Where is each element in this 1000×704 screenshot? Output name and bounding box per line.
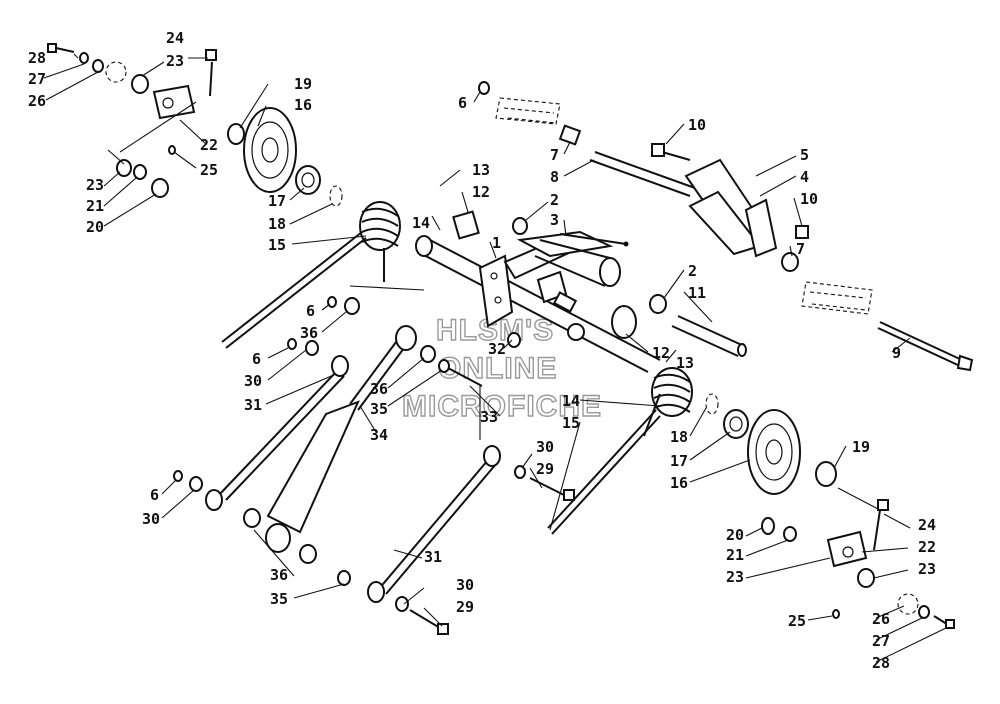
callout-26: 26 [28,92,46,110]
callout-6-left: 6 [252,350,261,368]
shock-absorber [243,325,417,564]
rear-axle-upper [558,124,696,197]
callout-22-right: 22 [918,538,936,556]
callout-17-right: 17 [670,452,688,470]
callout-8: 8 [550,168,559,186]
callout-23-right: 23 [726,568,744,586]
callout-9: 9 [892,344,901,362]
callout-25: 25 [200,161,218,179]
callout-35-lower: 35 [270,590,288,608]
callout-28-right: 28 [872,654,890,672]
rear-axle-lower [649,294,747,357]
callout-13: 13 [472,161,490,179]
callout-18: 18 [268,215,286,233]
callout-23-lower: 23 [86,176,104,194]
mount-bracket [684,158,799,272]
callout-25-right: 25 [788,612,806,630]
bolts-10 [651,143,809,239]
callout-5: 5 [800,146,809,164]
callout-12: 12 [472,183,490,201]
callout-36-mid: 36 [370,380,388,398]
callout-32: 32 [488,340,506,358]
callout-11: 11 [688,284,706,302]
callout-13-right: 13 [676,354,694,372]
callout-21-right: 21 [726,546,744,564]
frame-rail-fragments [495,97,873,315]
callout-6-top: 6 [458,94,467,112]
callout-26-right: 26 [872,610,890,628]
callout-30-upper: 30 [244,372,262,390]
callout-36-upper: 36 [300,324,318,342]
link-rod-left [205,355,349,511]
callout-7-right: 7 [796,240,805,258]
watermark-line-2: ONLINE [438,352,557,385]
idler-wheel-upper-left [47,43,343,207]
callout-4: 4 [800,168,809,186]
idler-wheel-lower-right [705,393,955,629]
callout-29-mid: 29 [536,460,554,478]
callout-2-right: 2 [688,262,697,280]
long-bolt [877,321,974,372]
callout-10-top: 10 [688,116,706,134]
callout-3: 3 [550,211,559,229]
callout-14-right: 14 [562,392,580,410]
callout-31-upper: 31 [244,396,262,414]
callout-31-lower: 31 [424,548,442,566]
callout-16-right: 16 [670,474,688,492]
callout-14: 14 [412,214,430,232]
callout-30-bottom: 30 [456,576,474,594]
callout-18-right: 18 [670,428,688,446]
callout-29-bottom: 29 [456,598,474,616]
callout-34: 34 [370,426,388,444]
callout-30-lower: 30 [142,510,160,528]
callout-35-mid: 35 [370,400,388,418]
callout-23-far-right: 23 [918,560,936,578]
callout-33: 33 [480,408,498,426]
callout-labels: 28 27 26 24 23 19 16 22 25 23 21 20 17 1… [28,29,936,672]
callout-30-mid: 30 [536,438,554,456]
fasteners [173,81,637,635]
callout-10-right: 10 [800,190,818,208]
callout-7-top: 7 [550,146,559,164]
callout-20-right: 20 [726,526,744,544]
callout-15: 15 [268,236,286,254]
callout-16: 16 [294,96,312,114]
callout-28: 28 [28,49,46,67]
callout-24: 24 [166,29,184,47]
callout-15-right: 15 [562,414,580,432]
callout-1: 1 [492,234,501,252]
watermark-line-3: MICROFICHE [402,390,602,423]
callout-2: 2 [550,191,559,209]
callout-6-mid: 6 [306,302,315,320]
callout-20: 20 [86,218,104,236]
callout-24-right: 24 [918,516,936,534]
callout-27-right: 27 [872,632,890,650]
callout-22: 22 [200,136,218,154]
callout-19-right: 19 [852,438,870,456]
torsion-spring-left [221,201,401,349]
callout-6-lower: 6 [150,486,159,504]
callout-21: 21 [86,197,104,215]
callout-12-right: 12 [652,344,670,362]
link-rod-lower [337,445,501,603]
leader-lines [43,53,947,663]
callout-19: 19 [294,75,312,93]
callout-27: 27 [28,70,46,88]
callout-23: 23 [166,52,184,70]
callout-17: 17 [268,192,286,210]
callout-36-lower: 36 [270,566,288,584]
torsion-spring-right [547,367,693,535]
